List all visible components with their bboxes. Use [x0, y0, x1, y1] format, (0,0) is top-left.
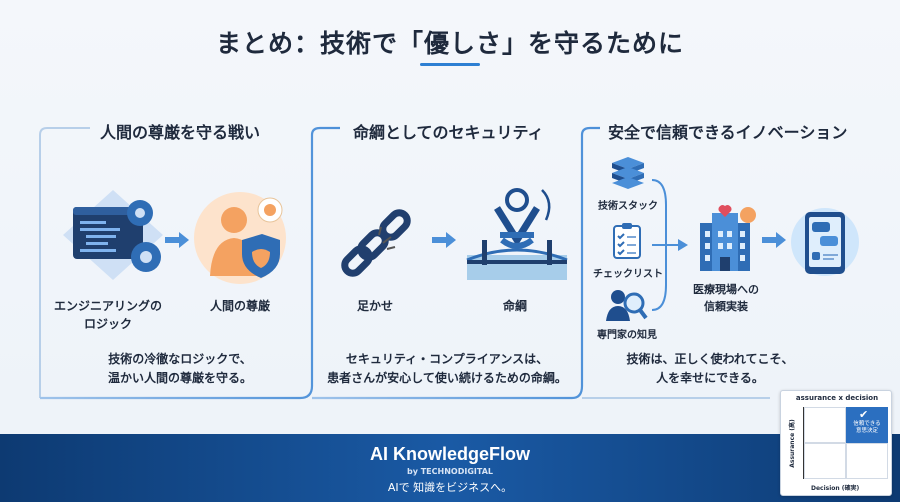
matrix-title: assurance x decision — [795, 394, 879, 402]
tablet-chat-icon — [791, 208, 859, 276]
item-human-dignity: 人間の尊厳 — [209, 299, 270, 313]
item-checklist: チェックリスト — [593, 269, 663, 280]
item-lifeline: 命綱 — [502, 299, 527, 313]
item-shackles: 足かせ — [356, 299, 393, 313]
matrix-x-label: Decision (確実) — [811, 485, 860, 492]
arrow-right-icon — [432, 232, 456, 248]
expert-magnifier-icon — [606, 290, 648, 321]
section-2-title: 命綱としてのセキュリティ — [353, 123, 544, 142]
footer-tagline: AIで 知識をビジネスへ。 — [387, 481, 513, 494]
matrix-cell — [804, 443, 846, 479]
person-shield-icon — [194, 192, 286, 284]
matrix-highlight-cell — [846, 407, 888, 443]
item-medical-implementation: 医療現場への 信頼実装 — [693, 283, 759, 313]
matrix-highlight-text: 信頼できる 意思決定 — [853, 421, 881, 434]
harness-bridge-icon — [466, 188, 568, 280]
check-icon: ✔ — [859, 408, 869, 421]
matrix-grid: ✔ 信頼できる 意思決定 — [803, 407, 888, 479]
section-3-title: 安全で信頼できるイノベーション — [608, 123, 848, 142]
matrix-cell — [846, 443, 888, 479]
checklist-icon — [613, 223, 641, 259]
section-2-summary: セキュリティ・コンプライアンスは、 患者さんが安心して使い続けるための命綱。 — [327, 352, 567, 386]
matrix-cell — [804, 407, 846, 443]
item-tech-stack: 技術スタック — [598, 201, 658, 212]
item-engineering-logic: エンジニアリングの ロジック — [53, 299, 162, 331]
matrix-y-label: Assurance (高) — [788, 419, 796, 468]
footer-by: by TECHNODIGITAL — [407, 467, 493, 476]
section-3-summary: 技術は、正しく使われてこそ、 人を幸せにできる。 — [626, 352, 794, 386]
merge-arrows-icon — [652, 179, 688, 311]
page-title: まとめ：技術で「優しさ」を守るために — [215, 29, 684, 58]
section-1-summary: 技術の冷徹なロジックで、 温かい人間の尊厳を守る。 — [107, 352, 252, 386]
hospital-icon — [700, 205, 756, 271]
footer-banner: AI KnowledgeFlow by TECHNODIGITAL AIで 知識… — [0, 434, 900, 502]
title-underline — [420, 63, 480, 66]
arrow-right-icon — [762, 232, 786, 248]
stack-icon — [612, 157, 644, 189]
code-gear-icon — [63, 190, 163, 280]
footer-brand: AI KnowledgeFlow — [370, 444, 530, 464]
item-expert-knowledge: 専門家の知見 — [597, 330, 657, 341]
broken-chain-icon — [341, 209, 411, 277]
section-1-title: 人間の尊厳を守る戦い — [100, 123, 261, 142]
assurance-decision-matrix: assurance x decision Assurance (高) ✔ 信頼で… — [780, 390, 892, 496]
arrow-right-icon — [165, 232, 189, 248]
